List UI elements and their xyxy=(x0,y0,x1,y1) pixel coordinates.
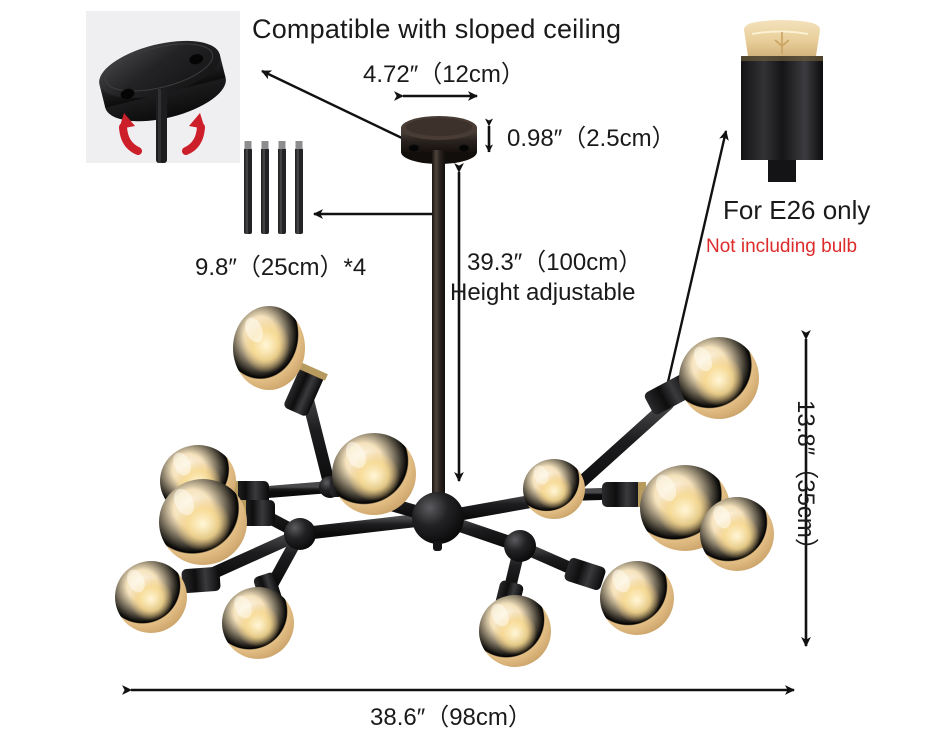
lamp-bottom-far-left xyxy=(115,561,221,633)
chandelier-lamps xyxy=(115,306,774,667)
lamp-top-left xyxy=(233,306,328,416)
e26-socket-photo xyxy=(741,20,823,182)
label-canopy-height: 0.98″（2.5cm） xyxy=(507,125,676,152)
lamp-mid-right-small xyxy=(523,459,585,519)
center-hub-node xyxy=(412,492,464,544)
drop-rod xyxy=(432,150,445,508)
hub-node-left xyxy=(284,518,316,550)
lamp-upper-middle xyxy=(330,433,416,515)
lamp-bottom-center xyxy=(479,580,551,667)
leader-e26-socket xyxy=(666,130,729,383)
canopy-swivel-inset xyxy=(86,11,240,163)
lamp-top-right xyxy=(644,337,759,419)
sputnik-chandelier xyxy=(115,306,774,667)
chandelier-hubs xyxy=(284,476,582,562)
label-bulb-not-included: Not including bulb xyxy=(706,236,858,257)
label-canopy-width: 4.72″（12cm） xyxy=(363,61,525,88)
lamp-bottom-left-mid xyxy=(222,572,294,659)
swivel-arrow-right xyxy=(182,123,205,155)
extension-rod-set xyxy=(244,141,303,234)
label-drop-length: 39.3″（100cm） xyxy=(467,249,643,276)
label-fixture-width: 38.6″（98cm） xyxy=(370,704,532,731)
lamp-bottom-right xyxy=(564,558,674,635)
label-socket-type: For E26 only xyxy=(723,195,871,225)
label-fixture-height: 13.8″（35cm） xyxy=(792,400,819,562)
label-sloped-ceiling: Compatible with sloped ceiling xyxy=(252,14,622,44)
lamp-left-lower xyxy=(159,479,275,565)
lamp-far-right xyxy=(700,497,774,571)
leader-sloped-ceiling xyxy=(261,69,405,141)
hub-node-right xyxy=(504,530,536,562)
label-extension-rods: 9.8″（25cm）*4 xyxy=(195,254,367,281)
label-height-adjustable: Height adjustable xyxy=(450,279,636,306)
canopy-swivel-photo xyxy=(99,40,226,163)
swivel-arrow-left xyxy=(119,123,142,155)
